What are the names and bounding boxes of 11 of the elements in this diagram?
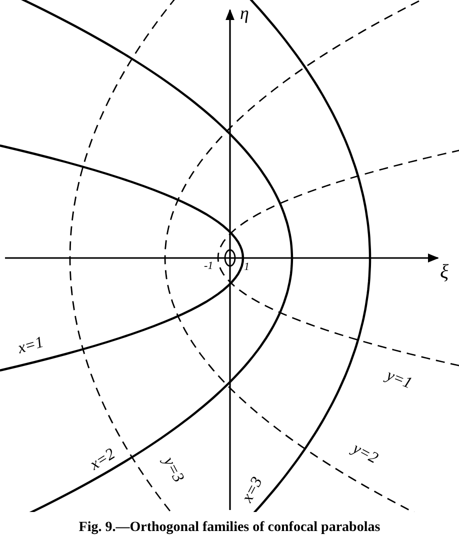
tick-label: -1 bbox=[204, 261, 214, 272]
curve-label: x=1 bbox=[16, 334, 46, 358]
curve-label: y=3 bbox=[160, 454, 186, 486]
curve-label: y=2 bbox=[350, 440, 380, 468]
curve-label: x=3 bbox=[240, 474, 266, 506]
axis-label: η bbox=[240, 4, 249, 22]
curve-label: x=2 bbox=[88, 446, 118, 474]
axis-label: ξ bbox=[440, 262, 449, 282]
tick-label: 1 bbox=[244, 262, 250, 273]
curve-label: y=1 bbox=[384, 368, 414, 392]
figure-caption: Fig. 9.—Orthogonal families of confocal parabolas bbox=[78, 520, 382, 536]
